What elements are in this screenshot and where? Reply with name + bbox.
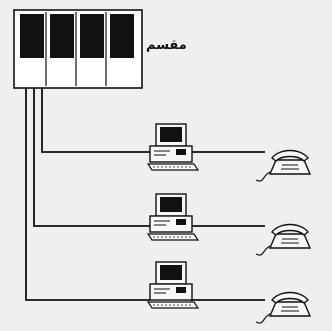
wire-row-1 bbox=[41, 88, 150, 153]
telephone-icon-2 bbox=[255, 223, 311, 256]
wire-row-2 bbox=[33, 88, 150, 227]
telephone-icon-3 bbox=[255, 291, 311, 324]
exchange-switch bbox=[13, 9, 143, 89]
wire-row-3 bbox=[25, 88, 150, 301]
computer-icon-2 bbox=[147, 193, 199, 241]
switch-module-1 bbox=[20, 14, 44, 58]
computer-icon-1 bbox=[147, 123, 199, 171]
switch-module-4 bbox=[110, 14, 134, 58]
telephone-icon-1 bbox=[255, 149, 311, 182]
switch-module-2 bbox=[50, 14, 74, 58]
switch-label: مقسم bbox=[146, 38, 187, 53]
computer-icon-3 bbox=[147, 261, 199, 309]
switch-module-3 bbox=[80, 14, 104, 58]
connection-lines bbox=[25, 88, 265, 301]
